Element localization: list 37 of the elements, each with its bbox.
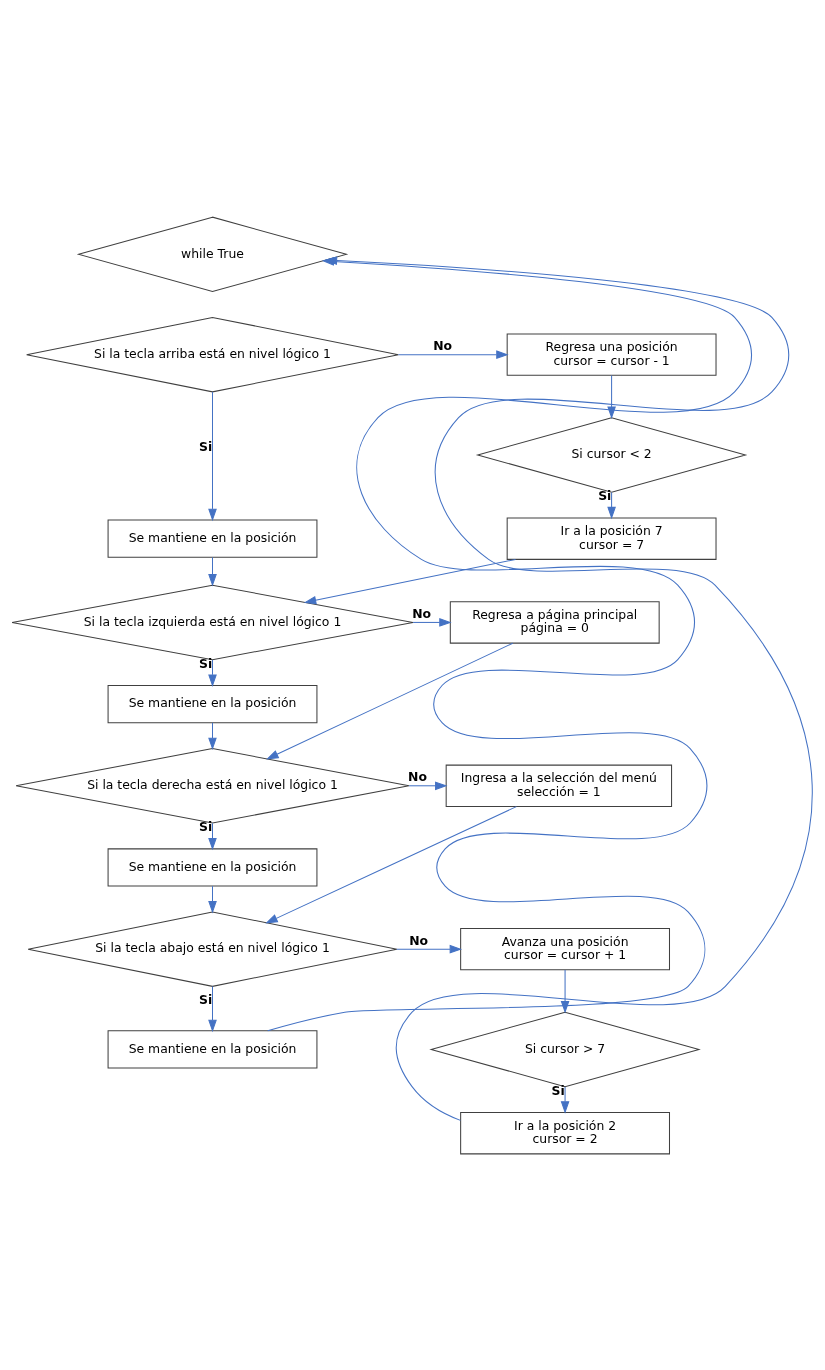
arrow — [208, 885, 217, 913]
arrow — [607, 374, 616, 419]
arrow — [324, 255, 813, 1121]
edge-label: No — [433, 337, 453, 353]
arrow — [208, 659, 217, 687]
node-diamond: while True — [76, 216, 349, 292]
arrow — [412, 617, 452, 627]
node-box: Se mantiene en la posición — [107, 1029, 318, 1069]
node-diamond: Si la tecla arriba está en nivel lógico 1 — [26, 316, 399, 392]
edge-label: No — [409, 932, 429, 948]
edge-label: Si — [199, 991, 213, 1007]
node-box: Ir a la posición 2 cursor = 2 — [460, 1111, 670, 1154]
arrow — [208, 822, 217, 850]
arrow — [208, 985, 217, 1032]
node-box: Regresa una posición cursor = cursor - 1 — [506, 332, 717, 376]
arrow — [265, 805, 517, 924]
edge-label: No — [408, 768, 427, 784]
arrow — [208, 721, 217, 750]
arrow — [303, 558, 516, 604]
node-box: Ir a la posición 7 cursor = 7 — [506, 517, 717, 560]
arrow — [208, 556, 217, 586]
arrow — [607, 491, 616, 519]
node-box: Ingresa a la selección del menú selección = 1 — [445, 764, 673, 807]
edge-label: No — [412, 605, 432, 621]
arrow — [560, 969, 570, 1013]
arrow — [266, 642, 514, 759]
node-box: Se mantiene en la posición — [107, 519, 318, 558]
node-box: Avanza una posición cursor = cursor + 1 — [460, 927, 670, 970]
arrow — [397, 349, 509, 359]
arrow — [408, 780, 448, 790]
node-box: Regresa a página principal página = 0 — [449, 600, 660, 644]
edge-label: Si — [199, 438, 213, 454]
arrow — [208, 391, 217, 521]
node-box: Se mantiene en la posición — [107, 847, 318, 887]
node-box: Se mantiene en la posición — [107, 684, 318, 723]
arrow — [560, 1086, 570, 1114]
arrow — [396, 944, 463, 953]
